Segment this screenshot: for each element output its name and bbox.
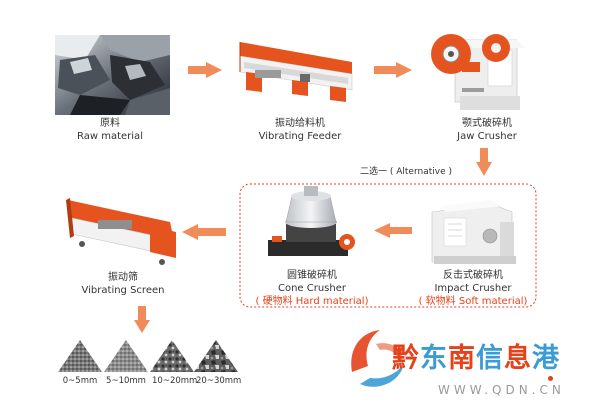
watermark-text: 黔东南信息港 xyxy=(392,336,560,375)
cone-crusher-machine xyxy=(268,186,355,256)
vibrating-screen-machine xyxy=(66,198,176,265)
watermark-char: 东 xyxy=(420,343,448,374)
watermark-url: WWW.QDN.CN xyxy=(438,383,565,397)
arrow-impact-to-cone xyxy=(374,223,412,238)
product-pile-0-5 xyxy=(58,340,102,372)
product-size-2: 10~20mm xyxy=(152,376,198,386)
vibrating-screen-en: Vibrating Screen xyxy=(81,285,165,296)
watermark-char: 息 xyxy=(504,343,532,374)
alternative-label: 二选一 ( Alternative ) xyxy=(360,167,452,177)
arrow-to-screen xyxy=(182,224,226,240)
product-size-3: 20~30mm xyxy=(196,376,242,386)
arrow-jaw-down xyxy=(476,148,492,176)
arrow-raw-to-feeder xyxy=(188,62,222,78)
raw-material-zh: 原料 xyxy=(100,118,120,129)
cone-crusher-en: Cone Crusher xyxy=(277,283,346,294)
arrow-screen-down xyxy=(134,306,150,333)
vibrating-screen-zh: 振动筛 xyxy=(108,272,138,283)
impact-crusher-machine xyxy=(431,200,516,264)
impact-crusher-note: ( 软物料 Soft material) xyxy=(418,296,528,307)
product-pile-20-30 xyxy=(194,340,238,372)
impact-crusher-zh: 反击式破碎机 xyxy=(443,270,503,281)
product-size-0: 0~5mm xyxy=(62,376,98,386)
watermark-char: 港 xyxy=(532,343,560,374)
step-vibrating-screen: 振动筛 Vibrating Screen xyxy=(68,268,178,297)
jaw-crusher-zh: 颚式破碎机 xyxy=(462,118,512,129)
vibrating-feeder-zh: 振动给料机 xyxy=(275,118,325,129)
raw-material-en: Raw material xyxy=(77,131,143,142)
step-jaw-crusher: 颚式破碎机 Jaw Crusher xyxy=(432,114,542,143)
arrow-feeder-to-jaw xyxy=(374,62,412,78)
vibrating-feeder-en: Vibrating Feeder xyxy=(258,131,342,142)
impact-crusher-en: Impact Crusher xyxy=(434,283,512,294)
cone-crusher-zh: 圆锥破碎机 xyxy=(287,270,337,281)
qdn-logo-icon xyxy=(351,330,404,387)
raw-ore-image xyxy=(55,35,170,115)
vibrating-feeder-machine xyxy=(239,42,353,102)
step-impact-crusher: 反击式破碎机 Impact Crusher ( 软物料 Soft materia… xyxy=(418,266,528,308)
watermark-dot xyxy=(548,376,553,381)
step-vibrating-feeder: 振动给料机 Vibrating Feeder xyxy=(240,114,360,143)
cone-crusher-note: ( 硬物料 Hard material) xyxy=(255,296,369,307)
product-size-1: 5~10mm xyxy=(106,376,146,386)
product-pile-5-10 xyxy=(104,340,148,372)
product-pile-10-20 xyxy=(150,340,194,372)
jaw-crusher-machine xyxy=(431,34,525,110)
step-raw-material: 原料 Raw material xyxy=(60,114,160,143)
watermark-char: 黔 xyxy=(392,343,420,374)
step-cone-crusher: 圆锥破碎机 Cone Crusher ( 硬物料 Hard material) xyxy=(252,266,372,308)
jaw-crusher-en: Jaw Crusher xyxy=(457,131,517,142)
watermark-char: 信 xyxy=(476,343,504,374)
watermark-char: 南 xyxy=(448,343,476,374)
alternative-group-box xyxy=(239,183,537,308)
